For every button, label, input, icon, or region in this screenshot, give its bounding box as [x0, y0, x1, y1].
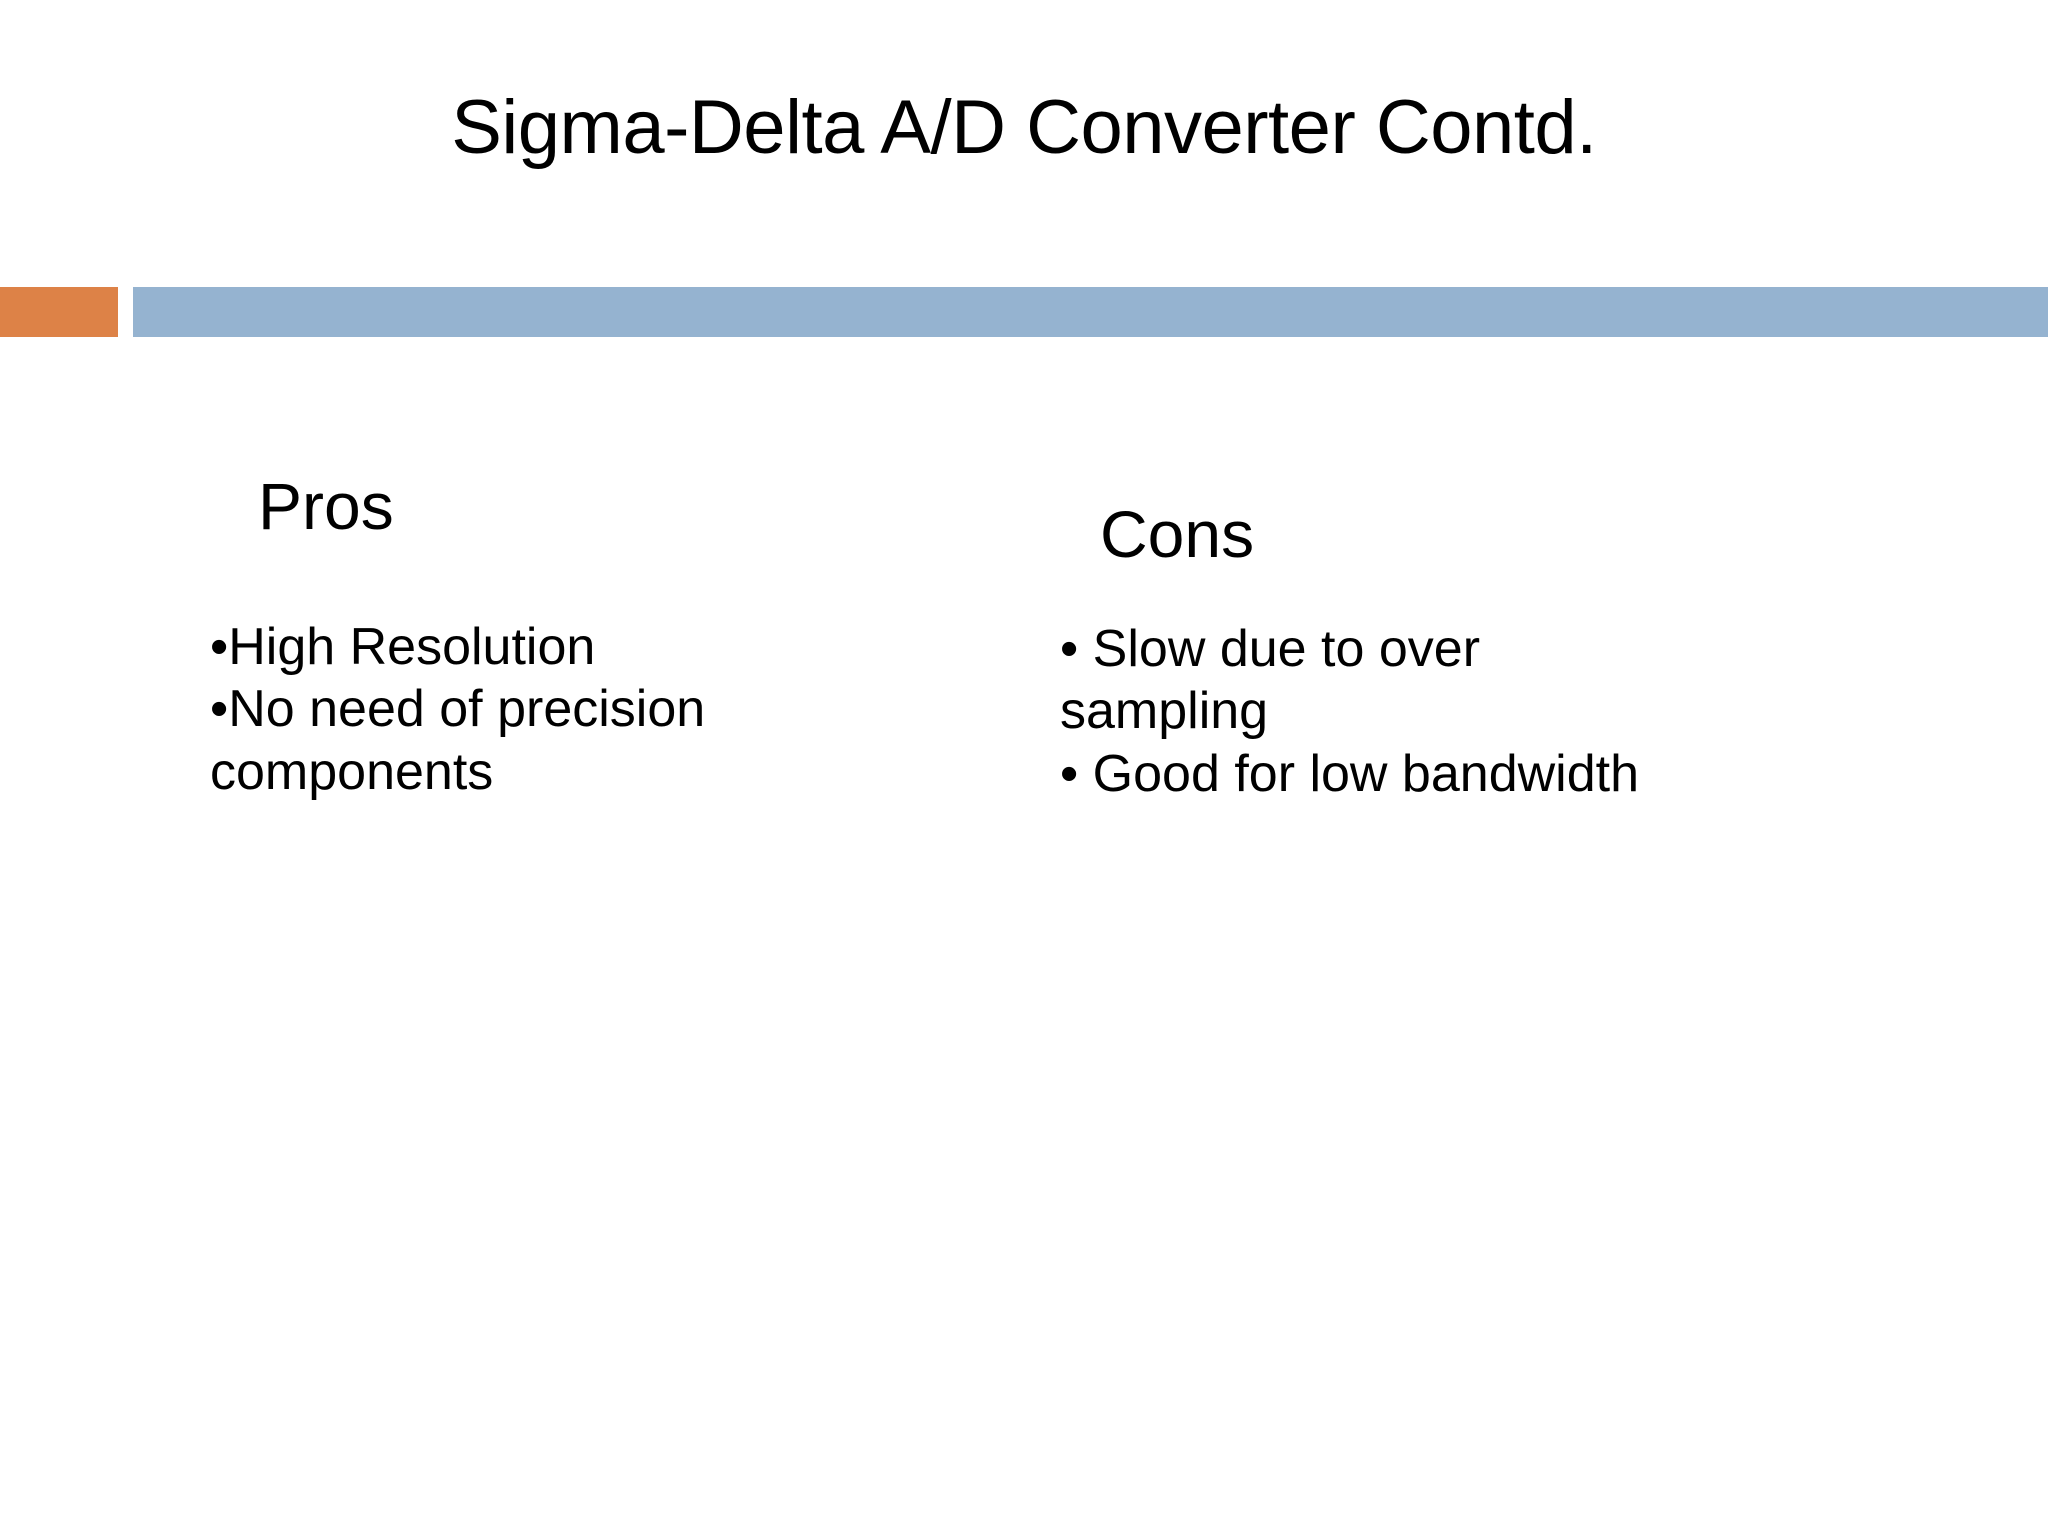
bullet-icon: • — [1060, 619, 1079, 678]
list-item: • Slow due to over sampling — [1060, 618, 1680, 743]
pros-column: Pros •High Resolution •No need of precis… — [150, 469, 930, 803]
list-item-label: High Resolution — [228, 617, 596, 676]
list-item-label: Slow due to over sampling — [1060, 619, 1481, 741]
cons-bullet-list: • Slow due to over sampling • Good for l… — [1060, 618, 1680, 805]
bullet-icon: • — [210, 617, 229, 676]
cons-column: Cons • Slow due to over sampling • Good … — [1060, 497, 1860, 805]
list-item: • Good for low bandwidth — [1060, 743, 1680, 805]
list-item-label: No need of precision components — [210, 680, 706, 801]
list-item-label: Good for low bandwidth — [1092, 744, 1640, 803]
pros-bullet-list: •High Resolution •No need of precision c… — [150, 616, 770, 803]
cons-heading: Cons — [1100, 497, 1255, 571]
list-item: •No need of precision components — [210, 678, 770, 803]
page-title: Sigma-Delta A/D Converter Contd. — [451, 85, 1597, 170]
divider-bar-block — [133, 287, 2048, 337]
title-divider — [0, 287, 2048, 337]
bullet-icon: • — [210, 680, 229, 739]
pros-heading: Pros — [258, 469, 394, 543]
bullet-icon: • — [1060, 744, 1079, 803]
divider-accent-block — [0, 287, 118, 337]
list-item: •High Resolution — [210, 616, 770, 678]
